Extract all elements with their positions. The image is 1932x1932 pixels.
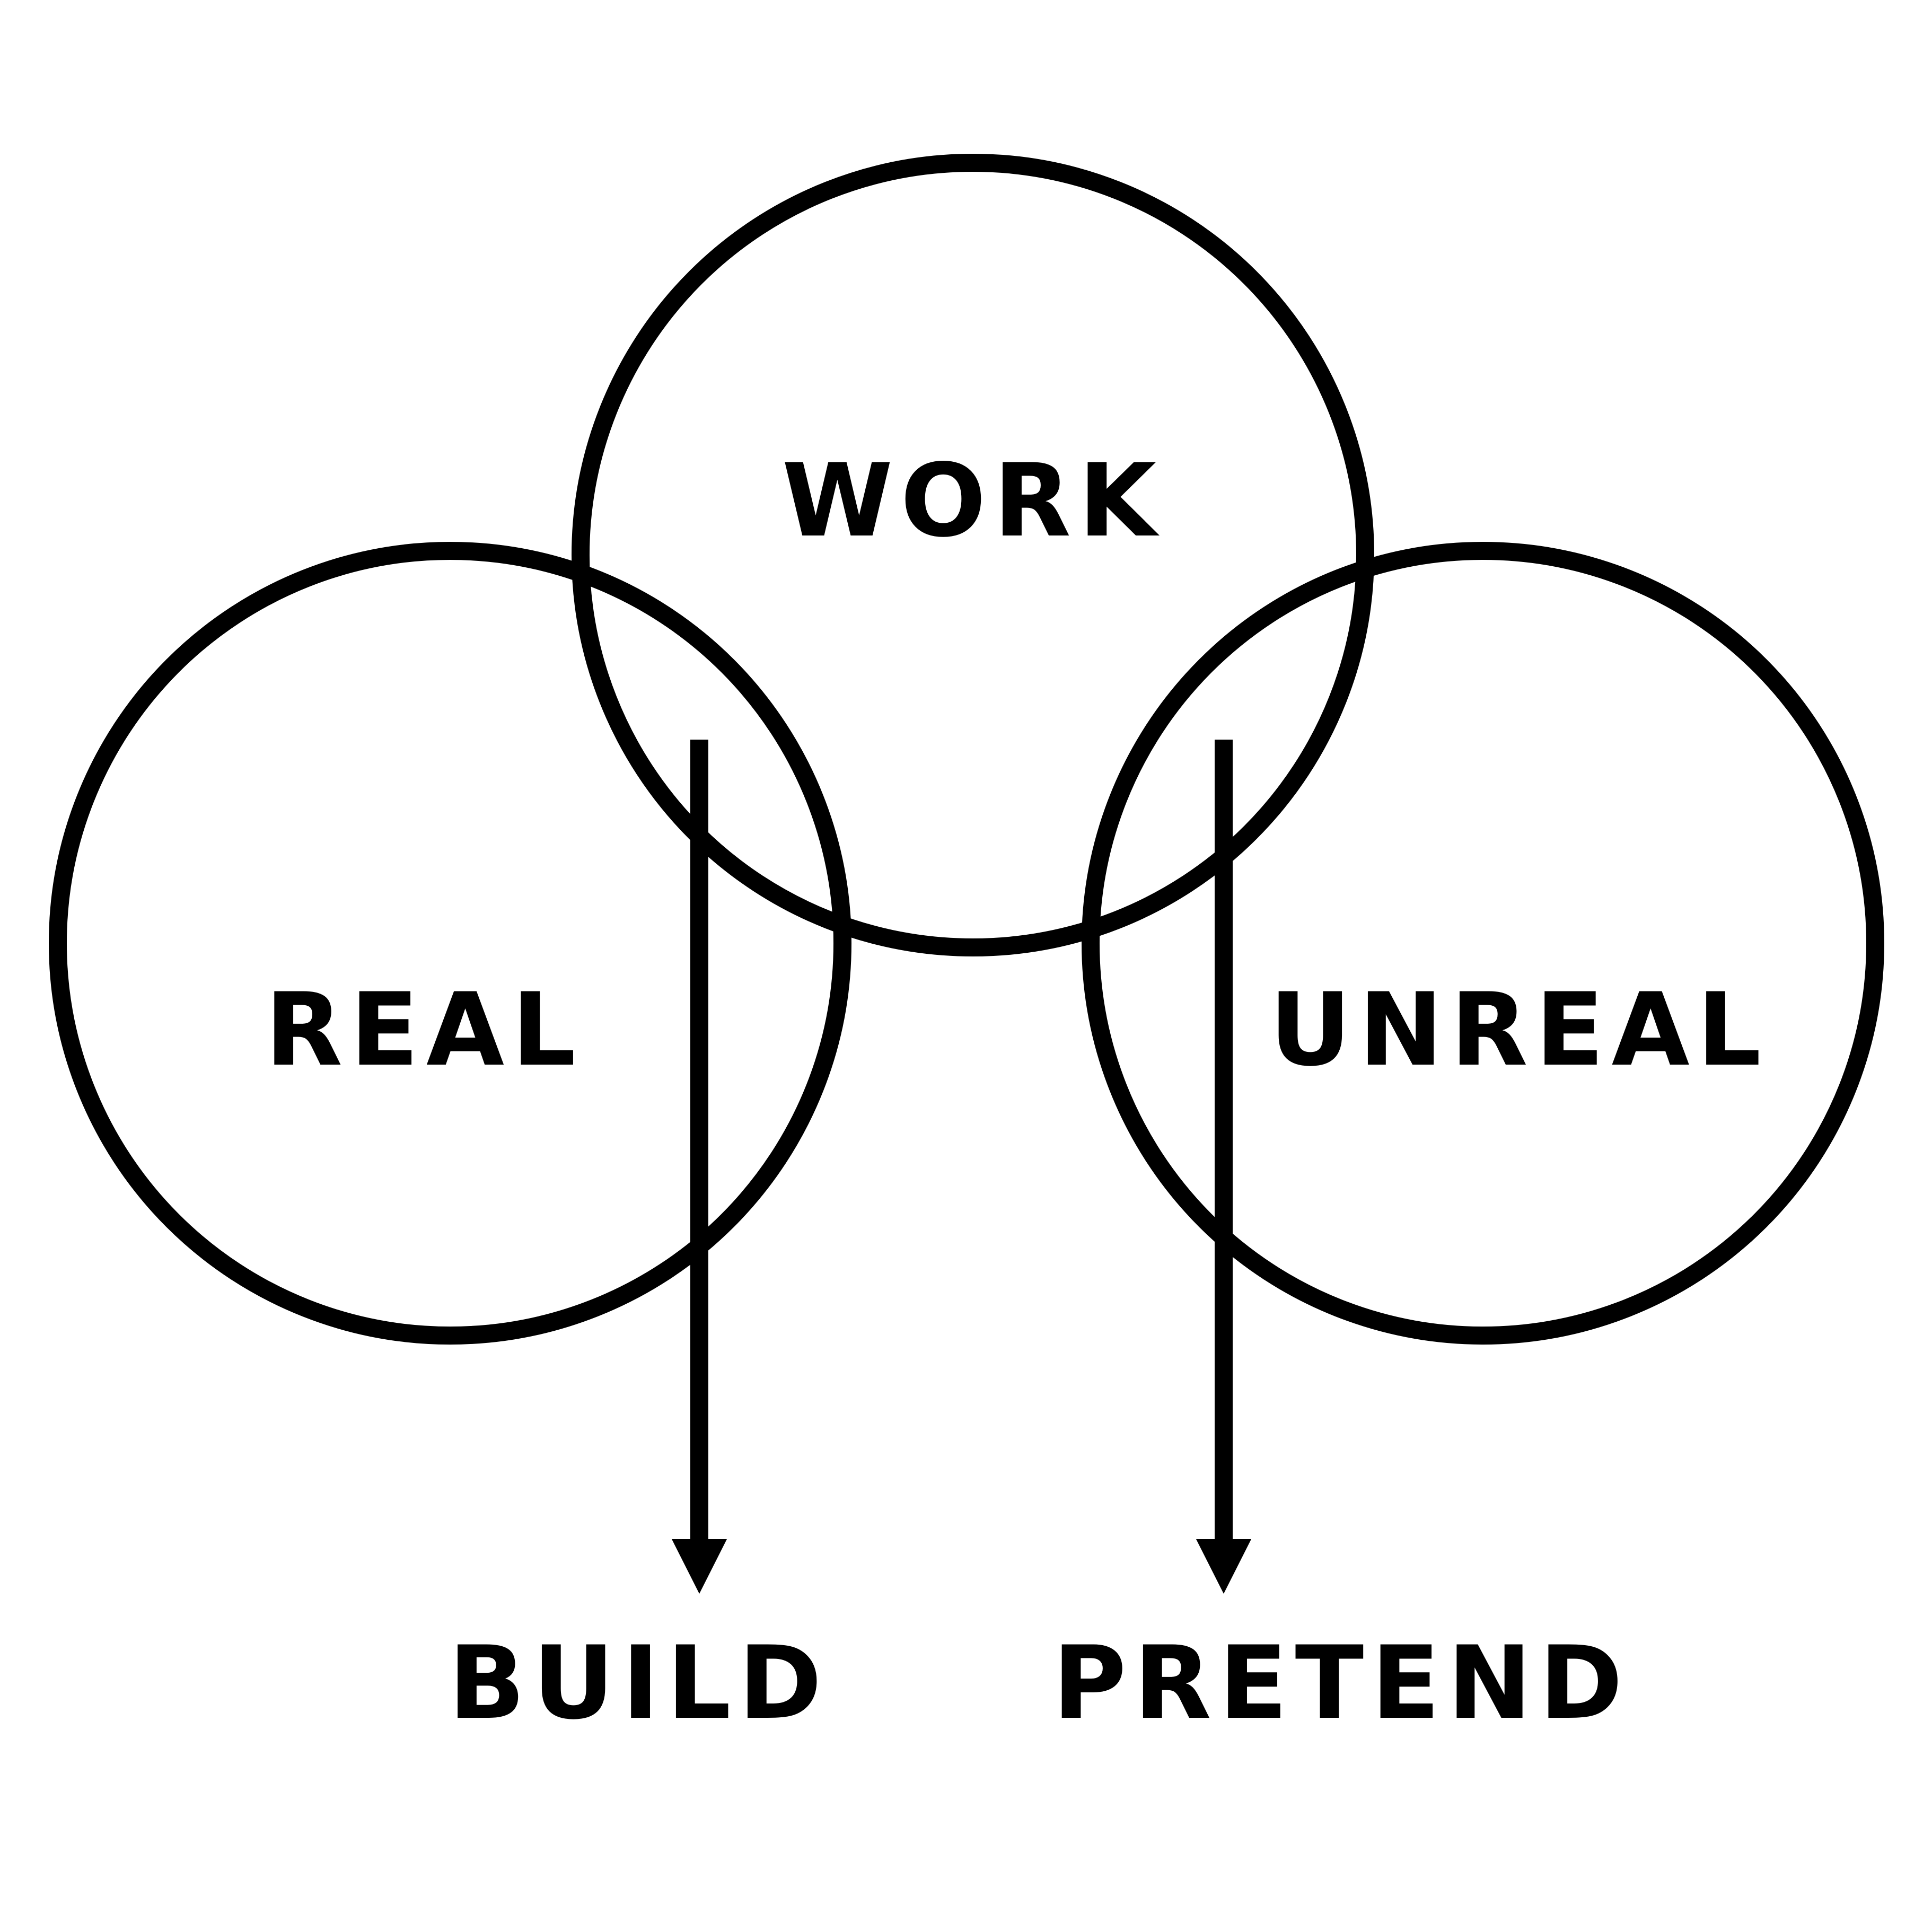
unreal-label: UNREAL [1269,971,1769,1088]
build-label: BUILD [449,1624,830,1742]
build-arrow [672,740,727,1594]
work-circle [572,154,1374,956]
real-label: REAL [265,971,583,1088]
build-arrow-head [672,1539,727,1594]
pretend-arrow [1196,740,1251,1594]
work-label: WORK [782,442,1164,559]
unreal-circle [1082,542,1884,1345]
pretend-arrow-head [1196,1539,1251,1594]
pretend-label: PRETEND [1052,1624,1630,1742]
real-circle [49,542,851,1345]
